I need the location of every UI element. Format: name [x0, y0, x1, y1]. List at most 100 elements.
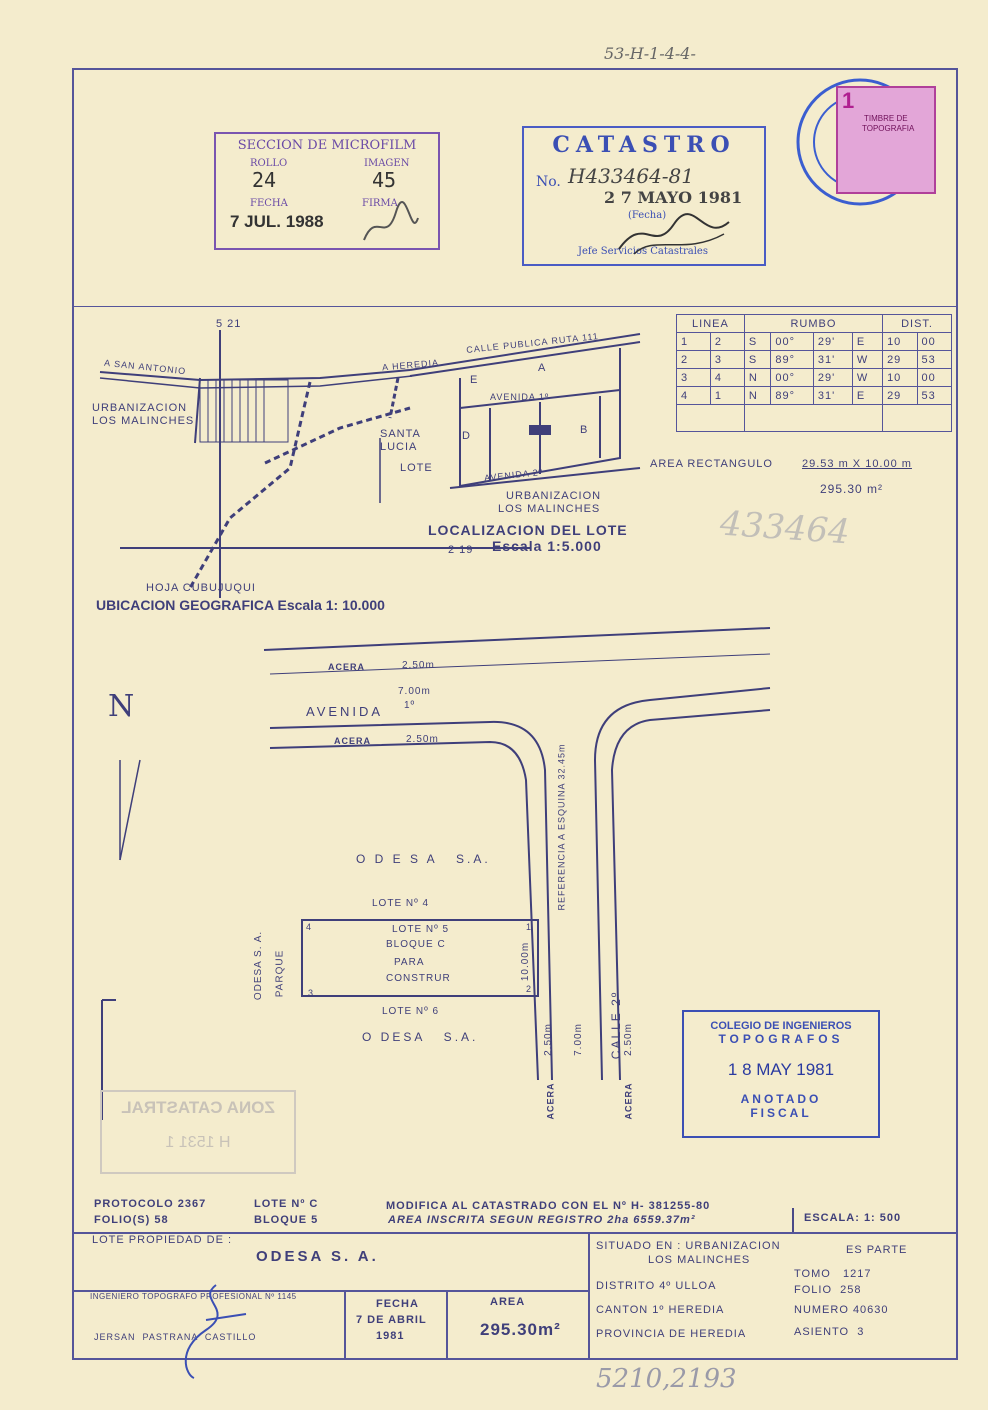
- map-coord-top: 5 21: [216, 318, 242, 330]
- footer-modifica: MODIFICA AL CATASTRADO CON EL Nº H- 3812…: [386, 1200, 711, 1212]
- footer-folio: FOLIO(S) 58: [94, 1214, 169, 1226]
- cell: N: [743, 368, 772, 387]
- map-block-e: E: [470, 374, 479, 386]
- cell: E: [851, 386, 884, 405]
- footer-hline-2: [74, 1290, 588, 1292]
- footer-hline-1: [74, 1232, 956, 1234]
- footer-lote-no: LOTE Nº C: [254, 1198, 319, 1210]
- cell: W: [851, 350, 884, 369]
- fecha-year: 1981: [376, 1330, 405, 1342]
- area-value: 295.30m²: [480, 1320, 561, 1339]
- timbre-value: 1: [842, 88, 855, 113]
- microfilm-title: SECCION DE MICROFILM: [237, 138, 417, 153]
- map-lote: LOTE: [400, 462, 433, 474]
- plan-dim-10: 10.00m: [520, 941, 532, 982]
- catastro-title: CATASTRO: [552, 132, 736, 158]
- plan-lote5-3: PARA: [394, 957, 425, 968]
- corner-1: 1: [526, 922, 533, 932]
- corner-4: 4: [306, 922, 313, 932]
- plan-acera-mid-w: 2.50m: [406, 734, 439, 745]
- map-lucia: LUCIA: [380, 441, 418, 453]
- situado2: LOS MALINCHES: [648, 1254, 751, 1266]
- plan-acera-top: ACERA: [328, 662, 366, 672]
- plan-referencia: REFERENCIA A ESQUINA 32.45m: [556, 743, 567, 911]
- catastro-fecha-label: (Fecha): [628, 210, 667, 221]
- zona-stamp: ZONA CATASTRAL H 1531 1: [100, 1090, 296, 1174]
- map-urb-2: LOS MALINCHES: [92, 415, 195, 427]
- plot-plan: N: [101, 627, 771, 1120]
- footer-vline-2: [344, 1290, 346, 1358]
- cell: 29: [882, 350, 918, 369]
- firma-label: FIRMA: [362, 198, 398, 209]
- fecha-value: 7 DE ABRIL: [356, 1314, 427, 1326]
- plan-lote5-4: CONSTRUR: [386, 973, 451, 984]
- footer-escala: ESCALA: 1: 500: [804, 1212, 902, 1224]
- fecha-label: FECHA: [376, 1298, 419, 1310]
- escala-box: ESCALA: 1: 500: [792, 1208, 952, 1232]
- map-coord-bottom: 2 19: [448, 544, 474, 556]
- top-reference: 53-H-1-4-4-: [604, 44, 696, 63]
- ingeniero-name: JERSAN PASTRANA CASTILLO: [94, 1332, 257, 1342]
- rollo-label: ROLLO: [250, 158, 288, 169]
- area-label: AREA: [490, 1296, 526, 1308]
- cell: 00: [916, 368, 952, 387]
- fecha-label: FECHA: [250, 198, 288, 209]
- plan-avenida-w: 7.00m: [398, 686, 431, 697]
- area-rect-label: AREA RECTANGULO: [650, 458, 773, 470]
- timbre-text1: TIMBRE DE: [864, 114, 908, 123]
- map-avenida1: AVENIDA 1º: [490, 392, 550, 402]
- cell: 53: [916, 386, 952, 405]
- footer-vline-main: [588, 1234, 590, 1358]
- imagen-value: 45: [372, 168, 397, 192]
- cell: 4: [676, 386, 711, 405]
- map-block-b: B: [580, 424, 589, 436]
- rumbo-h-rumbo: RUMBO: [743, 314, 884, 333]
- plan-acera-r: ACERA: [623, 1082, 634, 1120]
- rumbo-h-linea: LINEA: [676, 314, 745, 333]
- zona-code: H 1531 1: [165, 1134, 231, 1151]
- area-rect-value: 29.53 m X 10.00 m: [802, 458, 912, 470]
- cell: 31': [812, 386, 853, 405]
- top-section-divider: [74, 306, 956, 307]
- cell: 1: [709, 386, 745, 405]
- microfilm-date: 7 JUL. 1988: [230, 212, 324, 231]
- map-geo-title: UBICACION GEOGRAFICA Escala 1: 10.000: [96, 597, 385, 613]
- map-loc-title: LOCALIZACION DEL LOTE: [428, 522, 628, 538]
- rumbo-header-row: LINEA RUMBO DIST.: [676, 314, 952, 333]
- cell: 2: [676, 350, 711, 369]
- plan-odesa-left: ODESA S. A.: [253, 930, 265, 1001]
- catastro-number: H433464-81: [568, 164, 694, 188]
- colegio-line1: COLEGIO DE INGENIEROS: [710, 1020, 852, 1032]
- plan-lote5-1: LOTE Nº 5: [392, 924, 450, 935]
- north-glyph: N: [108, 689, 134, 724]
- distrito: DISTRITO 4º ULLOA: [596, 1280, 717, 1292]
- plan-odesa-top: O D E S A S.A.: [356, 852, 491, 866]
- folio2: FOLIO 258: [794, 1284, 862, 1296]
- map-block-d: D: [462, 430, 471, 442]
- colegio-line4: FISCAL: [750, 1106, 812, 1120]
- catastro-stamp: CATASTRO No. H433464-81 2 7 MAYO 1981 (F…: [522, 126, 766, 266]
- area-rect-total: 295.30 m²: [820, 482, 884, 496]
- cell: 00°: [770, 368, 814, 387]
- map-urb2-1: URBANIZACION: [506, 490, 602, 502]
- cell: 1: [676, 332, 711, 351]
- footer-vline-3: [446, 1290, 448, 1358]
- corner-3: 3: [308, 988, 315, 998]
- plan-lote6: LOTE Nº 6: [382, 1006, 440, 1017]
- ingeniero-label: INGENIERO TOPOGRAFO PROFESIONAL Nº 1145: [90, 1292, 297, 1301]
- plan-acera-r-w: 2.50m: [622, 1023, 634, 1056]
- asiento: ASIENTO 3: [794, 1326, 865, 1338]
- map-santa: SANTA: [380, 428, 421, 440]
- cell: 29: [882, 386, 918, 405]
- lote-propiedad-label: LOTE PROPIEDAD DE :: [92, 1234, 233, 1246]
- timbre-stamp: 1 TIMBRE DE TOPOGRAFIA: [836, 86, 936, 194]
- cell: 10: [882, 368, 918, 387]
- map-urb-1: URBANIZACION: [92, 402, 188, 414]
- zona-title: ZONA CATASTRAL: [121, 1098, 275, 1117]
- plan-acera-mid: ACERA: [334, 736, 372, 746]
- plan-calle: CALLE 2º: [609, 990, 624, 1060]
- colegio-stamp: COLEGIO DE INGENIEROS TOPOGRAFOS 1 8 MAY…: [682, 1010, 880, 1138]
- tomo: TOMO 1217: [794, 1268, 872, 1280]
- plan-parque: PARQUE: [274, 949, 286, 998]
